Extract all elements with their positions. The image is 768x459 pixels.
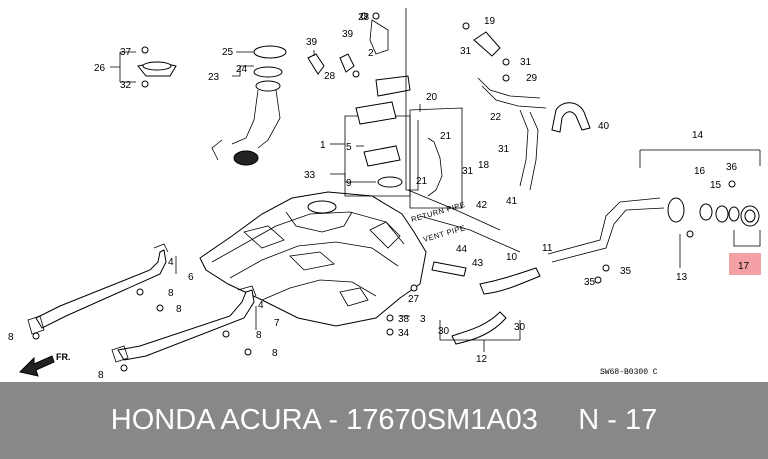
callout-24: 24: [236, 64, 248, 75]
callout-10: 10: [506, 252, 518, 263]
callout-14: 14: [692, 130, 704, 141]
callout-8b: 8: [176, 304, 182, 315]
lower-hoses: [431, 261, 541, 345]
callout-32: 32: [120, 80, 132, 91]
callout-16: 16: [694, 166, 706, 177]
callout-3: 3: [420, 314, 426, 325]
tank-strap-upper: [27, 243, 169, 335]
callout-8d: 8: [272, 348, 278, 359]
callout-38: 38: [398, 314, 410, 325]
callout-12: 12: [476, 354, 488, 365]
callout-44: 44: [456, 244, 468, 255]
callout-4b: 4: [258, 300, 264, 311]
callout-31d: 31: [498, 144, 510, 155]
callout-8e: 8: [8, 332, 14, 343]
callout-5: 5: [346, 142, 352, 153]
callout-9: 9: [346, 178, 352, 189]
callout-40: 40: [598, 121, 610, 132]
callout-34: 34: [398, 328, 410, 339]
callout-27: 27: [408, 294, 420, 305]
callout-43: 43: [472, 258, 484, 269]
callout-33: 33: [304, 170, 316, 181]
callout-15: 15: [710, 180, 722, 191]
callout-28a: 28: [358, 12, 370, 23]
vent-pipe-label: VENT PIPE: [422, 223, 466, 244]
vent-pipe-line: [407, 189, 501, 231]
callout-31b: 31: [520, 57, 532, 68]
callout-35b: 35: [584, 277, 596, 288]
callout-6: 6: [188, 272, 194, 283]
callout-7: 7: [274, 318, 280, 329]
callout-labels: 37 26 32 25 24 23 28 2 39 39 28 19 31 31…: [8, 12, 750, 381]
parts-diagram: FR. RETURN PIPE VENT PIPE 37 26 32 25 24…: [8, 8, 761, 381]
callout-30a: 30: [438, 326, 450, 337]
callout-29: 29: [526, 73, 538, 84]
footer-bar: HONDA ACURA - 17670SM1A03 N - 17: [0, 382, 768, 459]
callout-31a: 31: [460, 46, 472, 57]
fuel-filler-neck: [547, 197, 760, 263]
callout-17: 17: [738, 261, 750, 272]
callout-22: 22: [490, 112, 502, 123]
callout-8c: 8: [256, 330, 262, 341]
callout-41: 41: [506, 196, 518, 207]
callout-31c: 31: [462, 166, 474, 177]
callout-18: 18: [478, 160, 490, 171]
callout-23: 23: [208, 72, 220, 83]
leader-lines: [110, 50, 761, 352]
callout-1: 1: [320, 140, 326, 151]
return-pipe-label: RETURN PIPE: [410, 200, 466, 224]
callout-26: 26: [94, 63, 106, 74]
callout-25: 25: [222, 47, 234, 58]
callout-42: 42: [476, 200, 488, 211]
pump-module-box: [344, 8, 419, 197]
callout-8a: 8: [168, 288, 174, 299]
front-label: FR.: [56, 352, 71, 362]
front-direction-arrow: [19, 355, 55, 377]
bolts: [32, 12, 736, 372]
callout-13: 13: [676, 272, 688, 283]
callout-36: 36: [726, 162, 738, 173]
return-pipe-detail: [409, 107, 463, 209]
callout-21a: 21: [440, 131, 452, 142]
callout-39b: 39: [342, 29, 354, 40]
fuel-pump-assembly: [211, 45, 287, 166]
tank-strap-lower: [111, 285, 257, 363]
callout-4a: 4: [168, 257, 174, 268]
callout-37: 37: [120, 47, 132, 58]
fuel-tank: [199, 191, 427, 327]
vent-hoses: [307, 31, 591, 191]
part-number-caption: HONDA ACURA - 17670SM1A03 N - 17: [110, 404, 658, 436]
callout-20: 20: [426, 92, 438, 103]
callout-21b: 21: [416, 176, 428, 187]
callout-19: 19: [484, 16, 496, 27]
highlight-box: [729, 253, 761, 275]
drawing-code: SW68-B0300 C: [600, 368, 658, 377]
callout-28b: 28: [324, 71, 336, 82]
callout-35a: 35: [620, 266, 632, 277]
callout-30b: 30: [514, 322, 526, 333]
callout-11: 11: [542, 243, 553, 254]
callout-39a: 39: [306, 37, 318, 48]
fuel-gauge-unit: [137, 61, 177, 77]
callout-8f: 8: [98, 370, 104, 381]
callout-2: 2: [368, 48, 374, 59]
